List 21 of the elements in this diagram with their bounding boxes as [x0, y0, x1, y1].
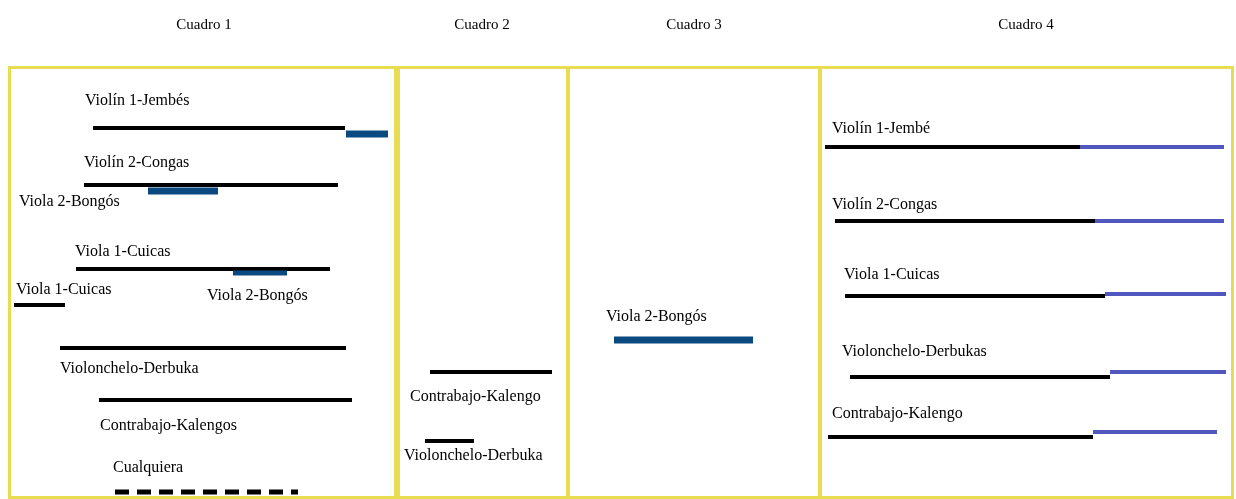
part-label: Viola 1-Cuicas — [75, 242, 171, 260]
part-label: Violonchelo-Derbuka — [60, 359, 199, 377]
panel-heading: Cuadro 1 — [176, 16, 232, 33]
part-label: Violonchelo-Derbukas — [842, 342, 987, 360]
panel-heading: Cuadro 2 — [454, 16, 510, 33]
panel-heading: Cuadro 4 — [998, 16, 1054, 33]
part-label: Cualquiera — [113, 458, 184, 476]
part-label: Violín 2-Congas — [84, 153, 190, 171]
part-label: Viola 2-Bongós — [606, 307, 707, 325]
part-label: Violín 2-Congas — [832, 195, 938, 213]
part-label: Viola 1-Cuicas — [16, 280, 112, 298]
part-label: Viola 2-Bongós — [207, 286, 308, 304]
part-label: Violín 1-Jembé — [832, 119, 931, 137]
part-label: Contrabajo-Kalengo — [832, 404, 963, 422]
part-label: Violín 1-Jembés — [85, 91, 190, 109]
part-label: Contrabajo-Kalengo — [410, 387, 541, 405]
part-label: Viola 2-Bongós — [19, 192, 120, 210]
part-label: Contrabajo-Kalengos — [100, 416, 237, 434]
part-label: Viola 1-Cuicas — [844, 265, 940, 283]
panel-heading: Cuadro 3 — [666, 16, 722, 33]
part-label: Violonchelo-Derbuka — [404, 446, 543, 464]
